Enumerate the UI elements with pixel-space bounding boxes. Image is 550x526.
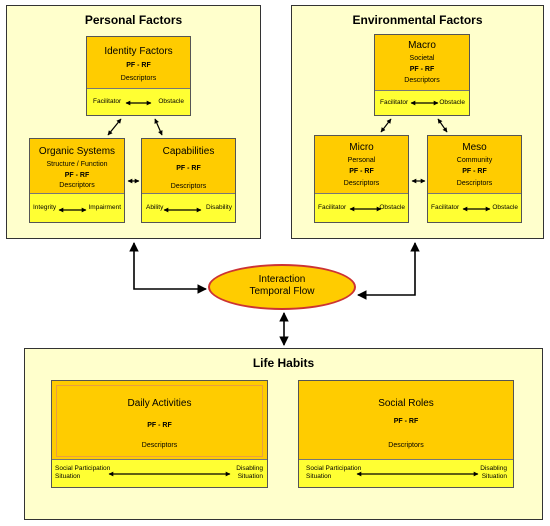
daily-activities-name: Daily Activities: [127, 398, 192, 409]
meso-sub: Community: [456, 157, 493, 164]
social-roles-pfrf: PF - RF: [393, 418, 419, 425]
macro-scale-left: Facilitator: [380, 99, 409, 106]
meso-name: Meso: [462, 142, 487, 153]
daily-activities-descriptors: Descriptors: [141, 442, 178, 449]
meso-scale: Facilitator Obstacle: [428, 193, 521, 222]
macro-pfrf: PF - RF: [409, 66, 435, 73]
social-roles-name: Social Roles: [378, 398, 434, 409]
daily-scale-left2: Situation: [55, 473, 81, 480]
meso-scale-right: Obstacle: [492, 204, 518, 211]
daily-activities-box: Daily Activities PF - RF Descriptors Soc…: [51, 380, 268, 488]
micro-scale-left: Facilitator: [318, 204, 347, 211]
macro-sub: Societal: [409, 55, 435, 62]
organic-systems-sub: Structure / Function: [46, 161, 108, 168]
daily-activities-scale: Social Participation Situation Disabling…: [52, 459, 267, 487]
micro-descriptors: Descriptors: [343, 180, 380, 187]
identity-scale-left: Facilitator: [93, 98, 122, 105]
capabilities-scale: Ability Disability: [142, 193, 235, 222]
meso-pfrf: PF - RF: [462, 168, 487, 175]
interaction-ellipse: Interaction Temporal Flow: [208, 264, 356, 310]
organic-systems-pfrf: PF - RF: [64, 172, 90, 179]
social-roles-box: Social Roles PF - RF Descriptors Social …: [298, 380, 514, 488]
social-scale-left1: Social Participation: [306, 465, 362, 472]
organic-systems-box: Organic Systems Structure / Function PF …: [29, 138, 125, 223]
capabilities-box: Capabilities PF - RF Descriptors Ability…: [141, 138, 236, 223]
identity-factors-pfrf: PF - RF: [126, 62, 151, 69]
micro-pfrf: PF - RF: [349, 168, 374, 175]
temporal-flow-label: Temporal Flow: [249, 286, 315, 297]
social-roles-descriptors: Descriptors: [388, 442, 424, 449]
capabilities-name: Capabilities: [162, 146, 215, 157]
social-scale-left2: Situation: [306, 473, 332, 480]
identity-factors-box: Identity Factors PF - RF Descriptors Fac…: [86, 36, 191, 116]
micro-box: Micro Personal PF - RF Descriptors Facil…: [314, 135, 409, 223]
organic-systems-descriptors: Descriptors: [59, 182, 95, 189]
environmental-interaction-connector: [357, 242, 420, 300]
social-scale-right2: Situation: [481, 473, 507, 480]
daily-scale-right1: Disabling: [236, 465, 263, 472]
identity-scale-right: Obstacle: [158, 98, 184, 105]
meso-box: Meso Community PF - RF Descriptors Facil…: [427, 135, 522, 223]
micro-name: Micro: [349, 142, 374, 153]
organic-systems-scale: Integrity Impairment: [30, 193, 124, 222]
environmental-factors-title: Environmental Factors: [352, 13, 483, 27]
meso-scale-left: Facilitator: [431, 204, 460, 211]
macro-scale-right: Obstacle: [439, 99, 465, 106]
capabilities-scale-left: Ability: [146, 204, 164, 211]
macro-descriptors: Descriptors: [404, 77, 440, 84]
capabilities-scale-right: Disability: [205, 204, 232, 211]
personal-interaction-connector: [129, 242, 207, 294]
micro-scale: Facilitator Obstacle: [315, 193, 408, 222]
meso-descriptors: Descriptors: [456, 180, 493, 187]
macro-name: Macro: [408, 40, 436, 51]
identity-factors-name: Identity Factors: [104, 46, 173, 57]
daily-activities-inner-frame: [56, 385, 263, 457]
life-habits-title: Life Habits: [252, 356, 315, 370]
organic-systems-name: Organic Systems: [38, 146, 116, 157]
macro-scale: Facilitator Obstacle: [375, 90, 469, 115]
organic-scale-right: Impairment: [88, 204, 121, 211]
daily-scale-left1: Social Participation: [55, 465, 111, 472]
macro-box: Macro Societal PF - RF Descriptors Facil…: [374, 34, 470, 116]
social-scale-right1: Disabling: [480, 465, 507, 472]
capabilities-descriptors: Descriptors: [170, 183, 207, 190]
daily-activities-pfrf: PF - RF: [147, 422, 172, 429]
identity-factors-scale: Facilitator Obstacle: [87, 88, 190, 115]
identity-factors-descriptors: Descriptors: [120, 75, 157, 82]
capabilities-pfrf: PF - RF: [176, 165, 201, 172]
social-roles-scale: Social Participation Situation Disabling…: [299, 459, 513, 487]
interaction-label: Interaction: [258, 274, 306, 285]
personal-factors-title: Personal Factors: [84, 13, 183, 27]
daily-scale-right2: Situation: [237, 473, 263, 480]
micro-scale-right: Obstacle: [379, 204, 405, 211]
organic-scale-left: Integrity: [33, 204, 57, 211]
micro-sub: Personal: [347, 157, 376, 164]
